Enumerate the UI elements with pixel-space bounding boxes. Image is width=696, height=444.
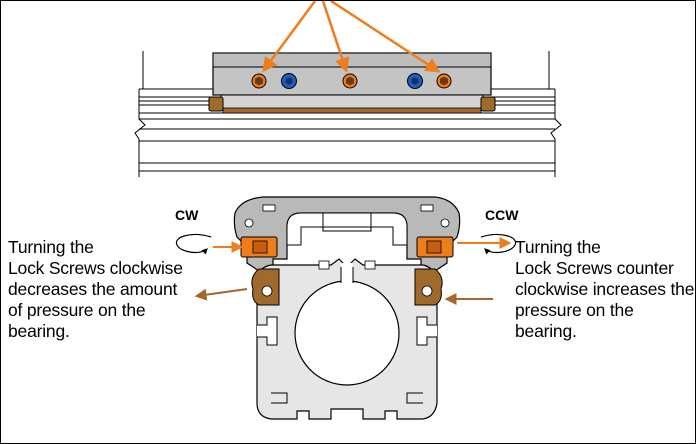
bearing-pad-left: [251, 268, 280, 306]
description-line: bearing.: [8, 321, 70, 341]
description-line: bearing.: [515, 321, 577, 341]
description-line: clockwise increases the: [515, 279, 695, 299]
description-line: Lock Screws counter: [515, 258, 674, 278]
rotation-arrow-icon: [480, 233, 517, 255]
description-line: decreases the amount: [8, 279, 178, 299]
carriage-cross-section: [233, 196, 461, 272]
lock-screw-right: [416, 236, 454, 258]
round-socket-screw-icon: [407, 73, 423, 89]
description-line: pressure on the: [515, 300, 634, 320]
description-line: Turning the: [8, 237, 94, 257]
callout-arrows: [262, 1, 441, 73]
bearing-pad-right: [414, 268, 443, 306]
lock-screw-left: [240, 236, 278, 258]
hex-socket-screw-icon: [251, 73, 267, 89]
description-line: Turning the: [515, 237, 601, 257]
rail-cross-section: [256, 258, 438, 420]
arrow-decrease-pressure: [194, 288, 248, 301]
rotation-arrow-icon: [175, 233, 212, 255]
description-line: Lock Screws clockwise: [8, 258, 183, 278]
ccw-label: CCW: [485, 207, 519, 223]
hex-socket-screw-icon: [436, 73, 452, 89]
counterclockwise-description: Turning the Lock Screws counter clockwis…: [515, 237, 694, 342]
round-socket-screw-icon: [281, 73, 297, 89]
description-line: of pressure on the: [8, 300, 146, 320]
clockwise-description: Turning the Lock Screws clockwise decrea…: [8, 237, 183, 342]
hex-socket-screw-icon: [342, 73, 358, 89]
cw-label: CW: [175, 207, 199, 223]
